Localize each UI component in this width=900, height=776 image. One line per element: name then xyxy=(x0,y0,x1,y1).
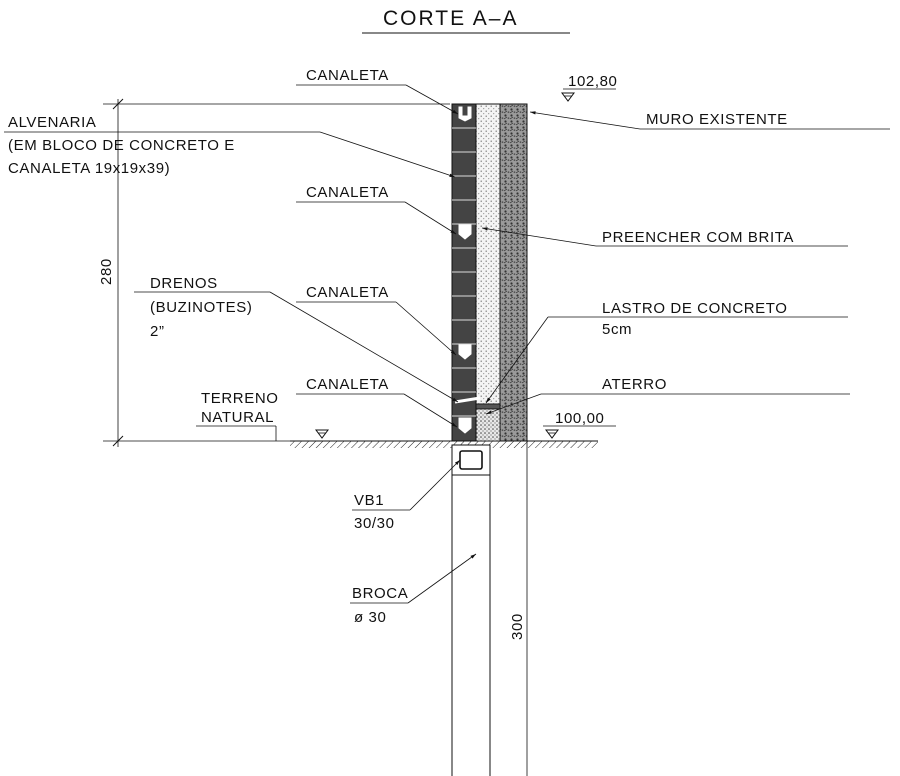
dimension-300-label: 300 xyxy=(509,613,526,640)
drenos-label-3: 2” xyxy=(150,323,165,340)
callout-aterro: ATERRO xyxy=(485,376,850,415)
lastro-label-1: LASTRO DE CONCRETO xyxy=(602,300,788,317)
callout-canaleta-4: CANALETA xyxy=(296,376,458,428)
callout-muro: MURO EXISTENTE xyxy=(529,111,890,130)
canaleta-label-4: CANALETA xyxy=(306,376,389,393)
alvenaria-label-2: (EM BLOCO DE CONCRETO E xyxy=(8,137,235,154)
elevation-ground-label: 100,00 xyxy=(555,410,604,427)
callout-canaleta-2: CANALETA xyxy=(296,184,457,235)
vb1-label-1: VB1 xyxy=(354,492,384,509)
gravel-fill xyxy=(475,103,501,405)
alvenaria-label-3: CANALETA 19x19x39) xyxy=(8,160,170,177)
terreno-label-1: TERRENO xyxy=(201,390,279,407)
drain-pipe xyxy=(454,396,481,404)
canaleta-label-3: CANALETA xyxy=(306,284,389,301)
aterro-label: ATERRO xyxy=(602,376,667,393)
lastro-label-2: 5cm xyxy=(602,321,632,338)
elevation-top: 102,80 xyxy=(561,73,617,102)
callout-canaleta-1: CANALETA xyxy=(296,67,459,115)
callout-broca: BROCA ø 30 xyxy=(350,553,477,626)
canaleta-marks xyxy=(458,106,472,434)
callout-terreno: TERRENO NATURAL xyxy=(196,390,279,441)
section-title: CORTE A–A xyxy=(383,7,519,30)
callout-vb1: VB1 30/30 xyxy=(352,459,461,532)
terreno-label-2: NATURAL xyxy=(201,409,274,426)
ground-marker-left xyxy=(315,429,329,439)
ground-line xyxy=(290,440,598,448)
dimension-280: 280 xyxy=(98,98,450,447)
elevation-top-label: 102,80 xyxy=(568,73,617,90)
beam-vb1-inner xyxy=(459,450,483,470)
existing-wall xyxy=(499,103,528,442)
dimension-300: 300 xyxy=(509,441,528,776)
vb1-label-2: 30/30 xyxy=(354,515,395,532)
block-joints xyxy=(452,127,476,417)
elevation-ground: 100,00 xyxy=(543,410,616,439)
broca-label-2: ø 30 xyxy=(354,609,386,626)
concrete-base xyxy=(475,403,501,410)
canaleta-label-1: CANALETA xyxy=(306,67,389,84)
callout-canaleta-3: CANALETA xyxy=(296,284,457,356)
canaleta-label-2: CANALETA xyxy=(306,184,389,201)
callout-lastro: LASTRO DE CONCRETO 5cm xyxy=(485,300,848,404)
broca-label-1: BROCA xyxy=(352,585,408,602)
drenos-label-1: DRENOS xyxy=(150,275,218,292)
brita-label: PREENCHER COM BRITA xyxy=(602,229,794,246)
alvenaria-label-1: ALVENARIA xyxy=(8,114,97,131)
dimension-280-label: 280 xyxy=(98,258,115,285)
muro-label: MURO EXISTENTE xyxy=(646,111,788,128)
backfill xyxy=(475,408,501,442)
callout-drenos: DRENOS (BUZINOTES) 2” xyxy=(134,275,459,403)
pile-broca xyxy=(451,475,491,776)
drenos-label-2: (BUZINOTES) xyxy=(150,299,252,316)
callout-alvenaria: ALVENARIA (EM BLOCO DE CONCRETO E CANALE… xyxy=(4,114,456,178)
callout-brita: PREENCHER COM BRITA xyxy=(481,227,848,247)
